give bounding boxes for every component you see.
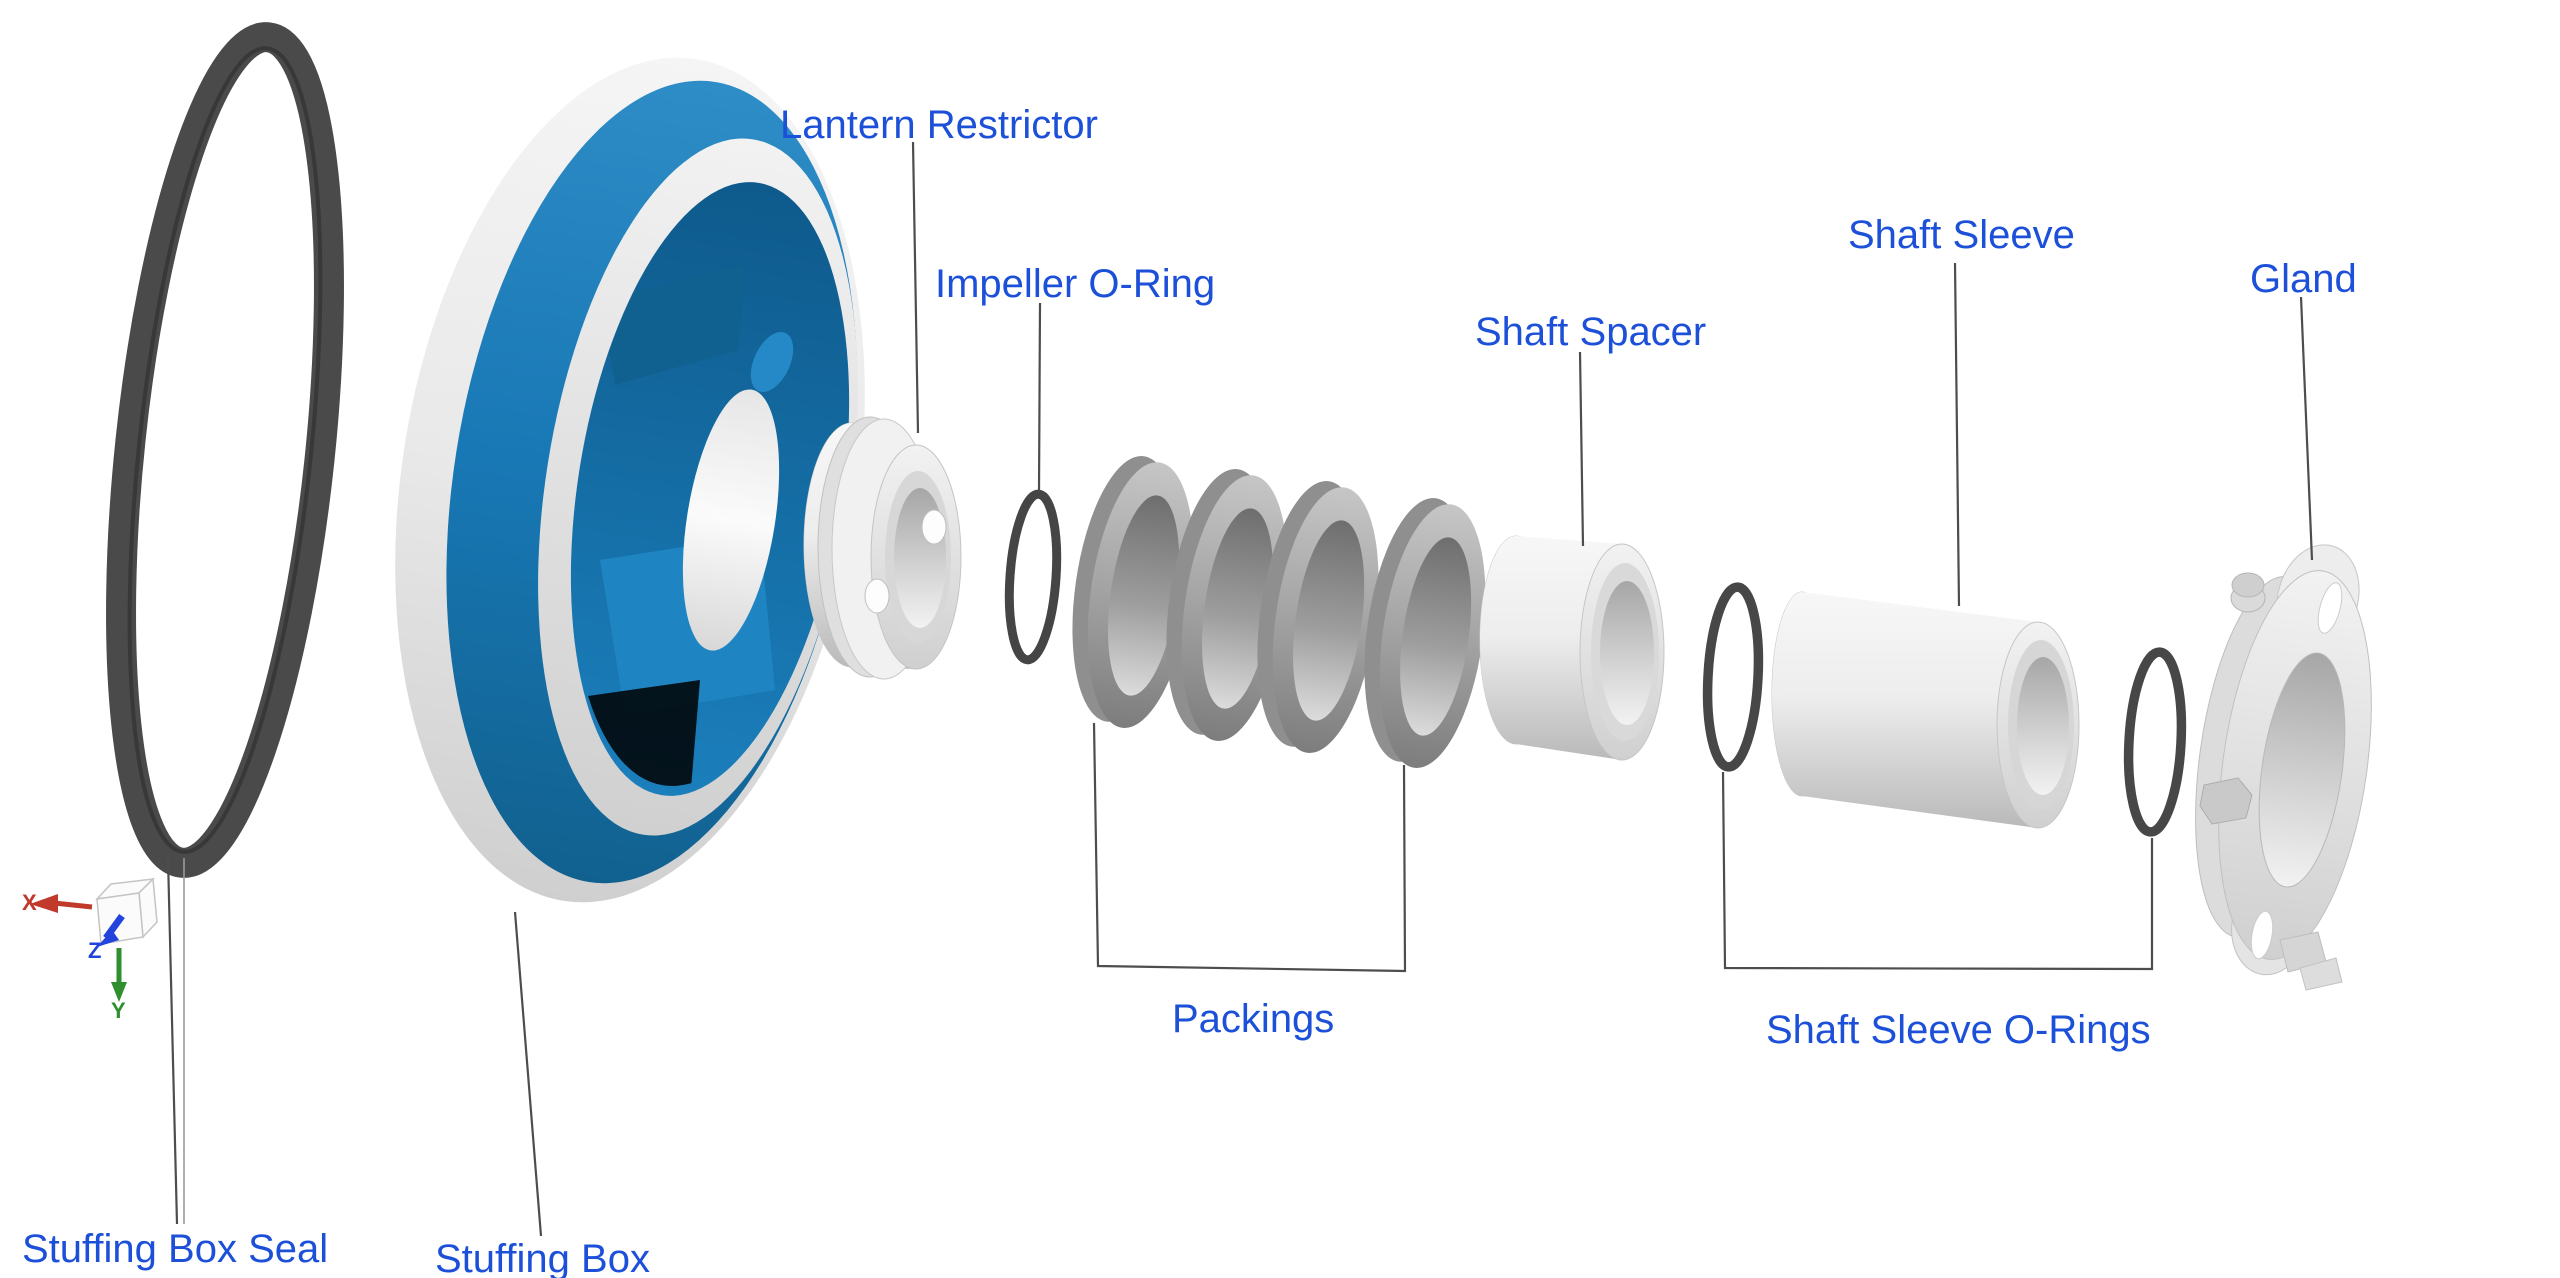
label-stuffing-box: Stuffing Box: [435, 1237, 650, 1278]
label-stuffing-box-seal: Stuffing Box Seal: [22, 1227, 328, 1271]
label-lantern-restrictor: Lantern Restrictor: [780, 103, 1098, 147]
axis-y-arrow: Y: [111, 948, 127, 1023]
lantern-restrictor-part: [803, 416, 962, 680]
leader-lines: [166, 141, 2314, 1237]
gland-part: [2195, 544, 2372, 991]
label-shaft-sleeve: Shaft Sleeve: [1848, 213, 2075, 257]
label-packings: Packings: [1172, 997, 1334, 1041]
axis-y-label: Y: [111, 998, 126, 1023]
leader-impeller-o-ring: [1037, 302, 1042, 493]
packings-part: [1072, 456, 1486, 768]
leader-shaft-spacer: [1578, 351, 1585, 547]
part-labels: Lantern Restrictor Impeller O-Ring Shaft…: [22, 103, 2357, 1278]
label-gland: Gland: [2250, 257, 2357, 301]
stuffing-box-part: [395, 57, 865, 903]
bracket-shaft-sleeve-o-rings: [1721, 771, 2154, 971]
label-impeller-o-ring: Impeller O-Ring: [935, 262, 1215, 306]
shaft-spacer-part: [1479, 535, 1665, 761]
impeller-o-ring-part: [1004, 489, 1062, 665]
leader-lantern-restrictor: [911, 141, 920, 434]
axis-x-label: X: [22, 890, 37, 915]
axis-z-label: Z: [88, 938, 101, 963]
stuffing-box-seal-part: [106, 22, 344, 878]
shaft-sleeve-part: [1771, 591, 2080, 829]
leader-stuffing-box-seal-1: [166, 857, 179, 1225]
axis-z-arrow: Z: [88, 913, 125, 963]
shaft-sleeve-o-ring-1-part: [1702, 582, 1764, 772]
shaft-sleeve-o-ring-2-part: [2123, 647, 2187, 837]
axis-x-arrow: X: [22, 890, 93, 915]
bracket-packings: [1092, 722, 1407, 973]
axis-triad: X Z Y: [22, 877, 158, 1023]
leader-gland: [2299, 296, 2314, 561]
label-shaft-spacer: Shaft Spacer: [1475, 310, 1706, 354]
leader-stuffing-box: [513, 911, 543, 1237]
leader-shaft-sleeve: [1953, 262, 1961, 607]
label-shaft-sleeve-o-rings: Shaft Sleeve O-Rings: [1766, 1008, 2151, 1052]
